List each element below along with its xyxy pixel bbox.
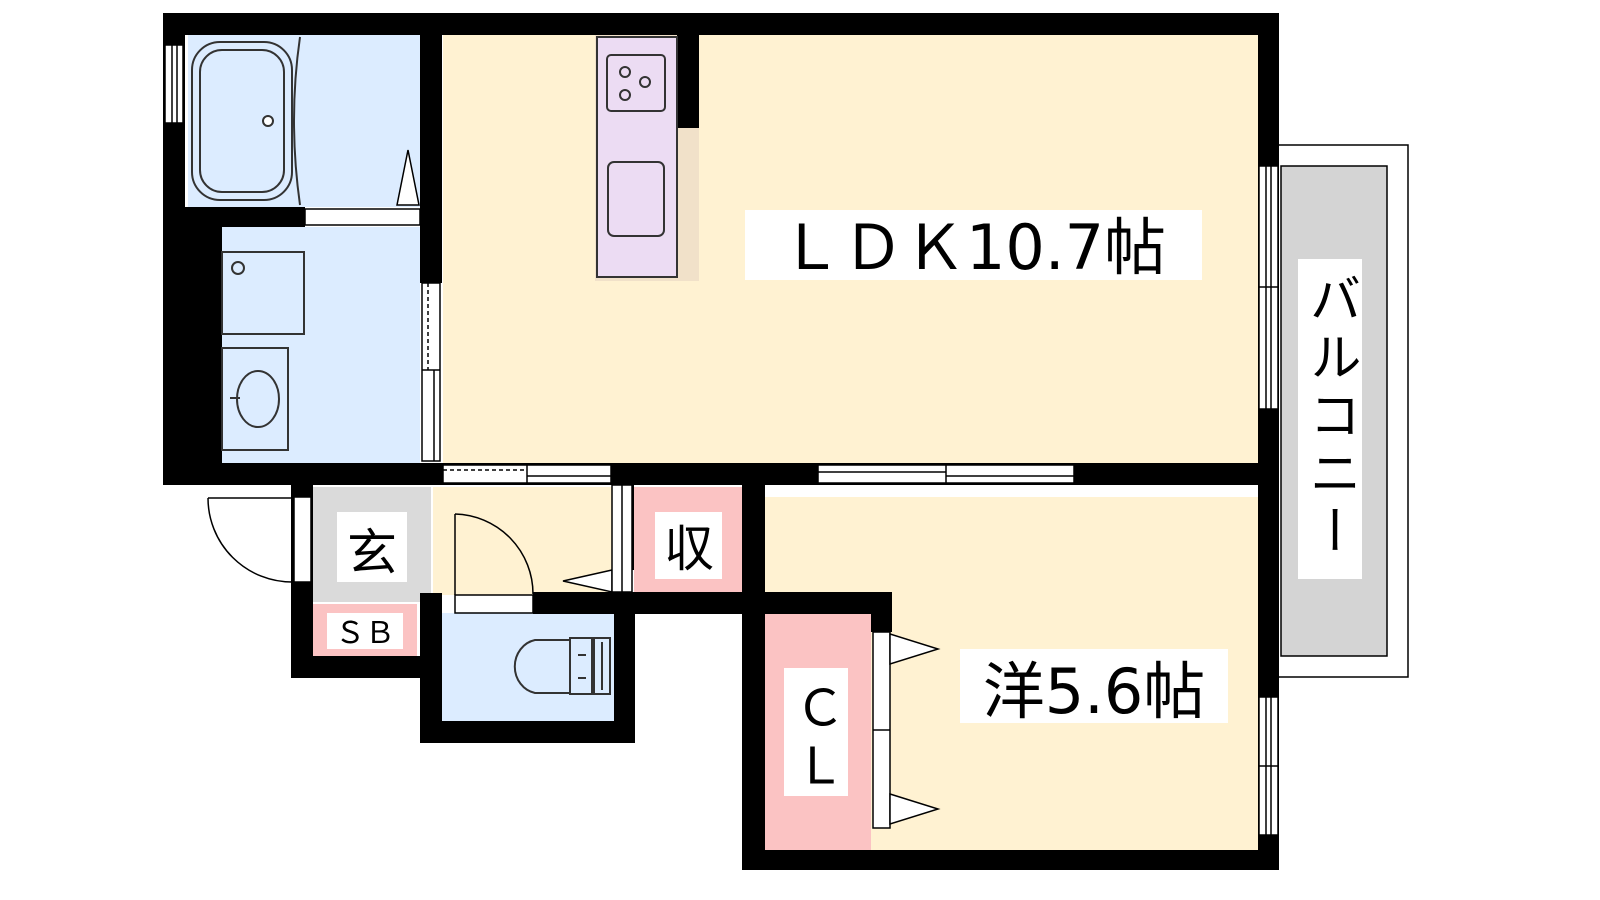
storage-label: 収 [664,520,714,578]
wall-left-washroom [185,207,222,485]
entrance-label: 玄 [347,524,397,582]
room-labels: ＬＤＫ10.7帖 洋5.6帖 バルコニー 玄 ＳＢ 収 ＣＬ [327,210,1362,798]
fixtures [191,36,678,695]
closet-label-bg [784,668,848,796]
wall-toilet-right [614,593,635,743]
door-entrance-frame [293,496,312,583]
sink-icon [607,161,665,237]
door-swing-icon [454,513,534,614]
sliding-door-ldk-western [817,464,1075,484]
door-swing-icon [304,149,421,226]
wall-storage-right [742,485,765,614]
wall-closet-right [871,592,892,632]
window-icon [164,44,184,124]
bathtub-icon [191,36,301,206]
wall-bottom [742,850,1279,870]
balcony-label-bg [1298,259,1362,579]
wall-toilet-top [533,592,743,614]
window-icon [1258,696,1279,836]
wall-closet-left [742,592,765,870]
windows [164,44,1279,836]
wall-toilet-bottom [420,721,635,743]
shoe-box-label-bg [327,613,403,649]
stove-icon [596,36,678,278]
wall-left [163,13,185,485]
door-swing-icon [207,497,293,583]
sliding-door-washroom [421,282,441,462]
shoe-box-label: ＳＢ [335,616,395,651]
wall-kitchen-side [677,35,699,128]
walls [163,13,1279,870]
wall-sb-bottom [291,656,421,678]
entrance-label-bg [337,512,407,582]
ldk-label-bg [745,210,1202,280]
closet-label: ＣＬ [787,682,845,798]
storage-label-bg [655,512,722,579]
balcony-rail [1279,144,1409,678]
sliding-door-hall-ldk [442,464,612,484]
washing-machine-icon [221,251,305,335]
wall-bath-partition [420,13,442,283]
door-swing-icon [872,631,941,829]
ldk-label: ＬＤＫ10.7帖 [780,211,1166,284]
wall-toilet-left [420,593,442,743]
balcony-label: バルコニー [1300,272,1360,562]
door-swings [207,149,941,829]
western-label: 洋5.6帖 [983,655,1206,728]
door-swing-icon [562,484,633,593]
western-label-bg [960,649,1228,723]
wall-top [163,13,1279,35]
toilet-icon [513,637,611,695]
washbasin-icon [221,347,289,451]
wall-bath-wash-divider [185,207,305,227]
wall-closet-top [742,592,892,614]
window-icon [1258,165,1279,410]
